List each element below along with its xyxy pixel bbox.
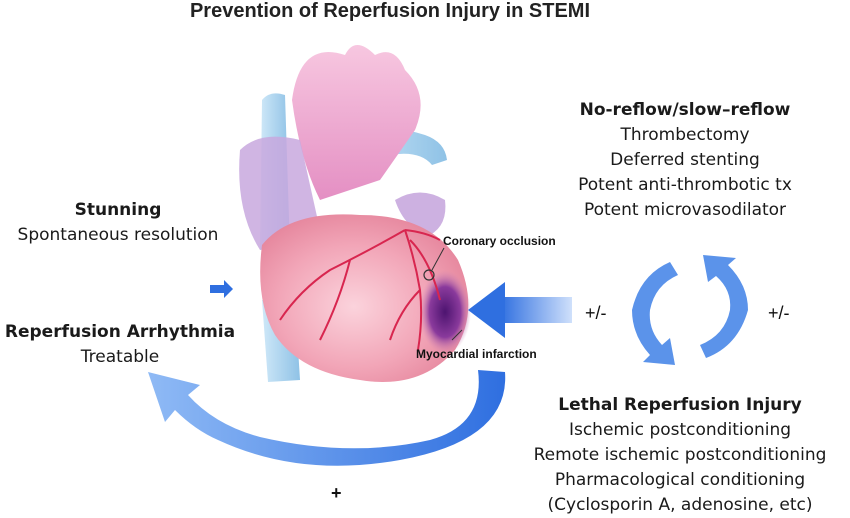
page-title: Prevention of Reperfusion Injury in STEM… [189, 0, 591, 22]
heart-illustration [239, 45, 471, 382]
stunning-heading: Stunning [74, 200, 162, 220]
infarct-region [419, 270, 471, 354]
occlusion-pointer [431, 247, 445, 271]
lethal-injury-block: Lethal Reperfusion Injury Ischemic postc… [510, 393, 850, 518]
bottom-curve-arrow [148, 370, 506, 466]
lethal-injury-item: (Cyclosporin A, adenosine, etc) [547, 495, 813, 515]
lethal-injury-item: Remote ischemic postconditioning [533, 445, 827, 465]
stunning-text: Spontaneous resolution [17, 225, 219, 245]
no-reflow-item: Deferred stenting [610, 150, 760, 170]
arrhythmia-text: Treatable [80, 347, 160, 367]
no-reflow-item: Potent anti-thrombotic tx [578, 175, 792, 195]
small-right-arrow [210, 280, 233, 298]
lethal-injury-item: Pharmacological conditioning [554, 470, 806, 490]
coronary-arteries [279, 229, 441, 351]
coronary-occlusion-label: Coronary occlusion [443, 234, 556, 248]
myocardial-infarction-label: Myocardial infarction [416, 347, 537, 361]
stunning-block: Stunning Spontaneous resolution [0, 198, 236, 248]
atrium-right [395, 192, 446, 235]
arrhythmia-block: Reperfusion Arrhythmia Treatable [0, 320, 240, 370]
infarction-pointer [451, 329, 463, 341]
ventricles [260, 214, 469, 382]
occlusion-marker [423, 269, 435, 281]
no-reflow-item: Thrombectomy [620, 125, 750, 145]
no-reflow-item: Potent microvasodilator [583, 200, 787, 220]
no-reflow-block: No-reflow/slow–reflow Thrombectomy Defer… [535, 98, 835, 223]
no-reflow-heading: No-reflow/slow–reflow [579, 100, 791, 120]
cycle-arrows [632, 255, 748, 365]
arrhythmia-heading: Reperfusion Arrhythmia [4, 322, 236, 342]
left-cycle-sign: +/- [585, 303, 607, 323]
aorta [292, 45, 421, 200]
big-left-arrow [468, 282, 572, 338]
right-cycle-sign: +/- [768, 303, 790, 323]
lethal-injury-item: Ischemic postconditioning [568, 420, 792, 440]
bottom-plus-sign: + [331, 483, 342, 503]
lethal-injury-heading: Lethal Reperfusion Injury [558, 395, 802, 415]
